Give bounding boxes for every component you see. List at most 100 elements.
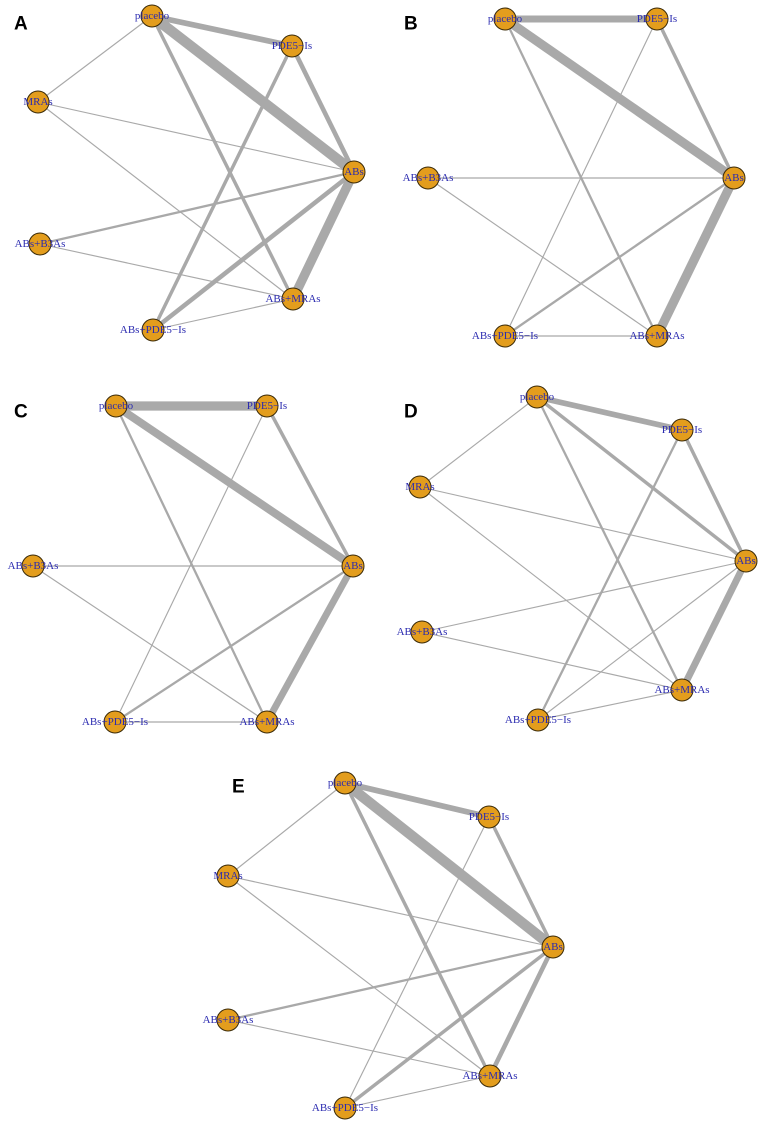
network-panel-d: DplaceboPDE5−IsMRAsABsABs+B3AsABs+MRAsAB… [397,385,758,732]
edge-placebo-abs [148,11,358,177]
node-circle [216,1008,240,1032]
node-abs-pde5-is: ABs+PDE5−Is [312,1096,378,1120]
node-label: ABs+B3As [203,1014,254,1026]
edge-abs-abs-pde5-is [537,560,747,721]
edge-abs-b3as-abs-mras [39,243,294,300]
edge-placebo-pde5-is [536,394,683,433]
node-circle [21,554,45,578]
edge-abs-abs-pde5-is [114,565,354,723]
node-label: ABs+MRAs [239,716,294,728]
node-circle [526,708,550,732]
node-label: ABs+B3As [403,172,454,184]
node-placebo: placebo [488,7,523,31]
node-pde5-is: PDE5−Is [637,7,677,31]
panel-letter-c: C [14,402,28,423]
node-circle [103,710,127,734]
node-circle [645,324,669,348]
node-circle [140,4,164,28]
node-label: ABs+B3As [8,560,59,572]
node-circle [493,7,517,31]
edge-abs-abs-b3as [421,560,747,633]
edge-abs-abs-pde5-is [151,170,356,332]
edge-abs-abs-mras [288,170,359,301]
panel-letter-e: E [232,777,245,798]
node-circle [333,1096,357,1120]
node-placebo: placebo [135,4,170,28]
edge-mras-abs-mras [37,101,294,300]
node-label: placebo [488,13,523,25]
node-label: PDE5−Is [637,13,677,25]
node-circle [104,394,128,418]
node-label: ABs+B3As [15,238,66,250]
edge-abs-abs-mras [263,564,357,724]
edges [427,15,739,339]
node-label: ABs+MRAs [265,293,320,305]
node-label: placebo [99,400,134,412]
node-label: ABs [343,560,363,572]
node-circle [280,34,304,58]
node-label: PDE5−Is [247,400,287,412]
node-label: MRAs [23,96,52,108]
node-label: placebo [135,10,170,22]
edge-mras-abs-mras [227,875,491,1077]
node-label: ABs+PDE5−Is [82,716,148,728]
node-label: ABs+MRAs [629,330,684,342]
node-label: PDE5−Is [469,811,509,823]
node-label: ABs+PDE5−Is [472,330,538,342]
node-label: MRAs [213,870,242,882]
edge-mras-abs [419,486,747,562]
node-abs-pde5-is: ABs+PDE5−Is [120,318,186,342]
edge-abs-b3as-abs-mras [427,177,658,337]
edge-abs-abs-b3as [227,945,554,1022]
node-circle [645,7,669,31]
node-label: placebo [520,391,555,403]
node-abs-mras: ABs+MRAs [462,1064,518,1088]
node-circle [734,549,758,573]
edge-abs-pde5-is-abs-mras [537,689,683,721]
edges [32,401,357,724]
edge-placebo-pde5-is [344,780,490,820]
node-abs: ABs [734,549,758,573]
edge-placebo-abs-mras [535,396,684,691]
node-pde5-is: PDE5−Is [662,418,702,442]
node-circle [255,394,279,418]
node-abs-pde5-is: ABs+PDE5−Is [505,708,571,732]
node-label: PDE5−Is [662,424,702,436]
edge-abs-b3as-abs-mras [32,565,268,723]
edge-abs-b3as-abs-mras [227,1019,491,1077]
node-circle [670,678,694,702]
node-circle [255,710,279,734]
node-pde5-is: PDE5−Is [469,805,509,829]
node-placebo: placebo [99,394,134,418]
node-circle [333,771,357,795]
node-circle [493,324,517,348]
node-label: MRAs [405,481,434,493]
edge-placebo-mras [227,782,346,877]
panel-letter-a: A [14,14,28,35]
node-label: ABs+MRAs [654,684,709,696]
node-circle [670,418,694,442]
edge-pde5-is-abs [265,405,355,567]
edge-placebo-abs [341,778,557,952]
node-abs-pde5-is: ABs+PDE5−Is [472,324,538,348]
node-circle [141,318,165,342]
node-abs-b3as: ABs+B3As [403,166,454,190]
edge-placebo-mras [419,396,538,488]
edge-abs-abs-mras [678,559,750,692]
panel-letter-d: D [404,402,418,423]
edge-pde5-is-abs [680,429,748,562]
node-circle [410,620,434,644]
node-abs-pde5-is: ABs+PDE5−Is [82,710,148,734]
node-label: PDE5−Is [272,40,312,52]
node-circle [416,166,440,190]
edge-abs-b3as-abs-mras [421,631,683,691]
edge-pde5-is-abs-pde5-is [344,816,490,1109]
node-circle [281,287,305,311]
node-circle [525,385,549,409]
edges [419,394,750,721]
node-abs: ABs [722,166,746,190]
node-placebo: placebo [520,385,555,409]
